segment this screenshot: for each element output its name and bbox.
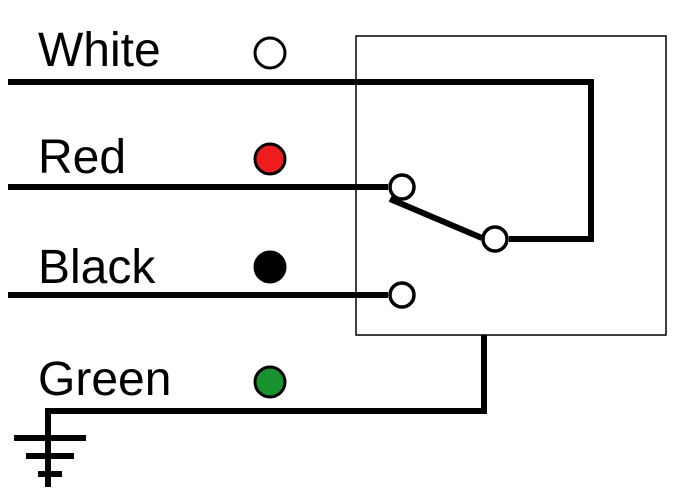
- green-wire: [45, 335, 487, 487]
- label-black: Black: [38, 241, 156, 294]
- terminal-black: [388, 281, 416, 309]
- black-indicator-dot: [253, 250, 287, 284]
- white-indicator-dot: [253, 36, 287, 70]
- white-wire: [8, 79, 594, 242]
- switch-lever: [388, 196, 484, 241]
- terminal-common: [481, 225, 509, 253]
- red-indicator-dot: [253, 142, 287, 176]
- label-red: Red: [38, 131, 126, 184]
- label-green: Green: [38, 353, 171, 406]
- label-white: White: [38, 24, 161, 77]
- ground-symbol-icon: [14, 435, 86, 477]
- green-indicator-dot: [253, 365, 287, 399]
- terminal-red: [388, 173, 416, 201]
